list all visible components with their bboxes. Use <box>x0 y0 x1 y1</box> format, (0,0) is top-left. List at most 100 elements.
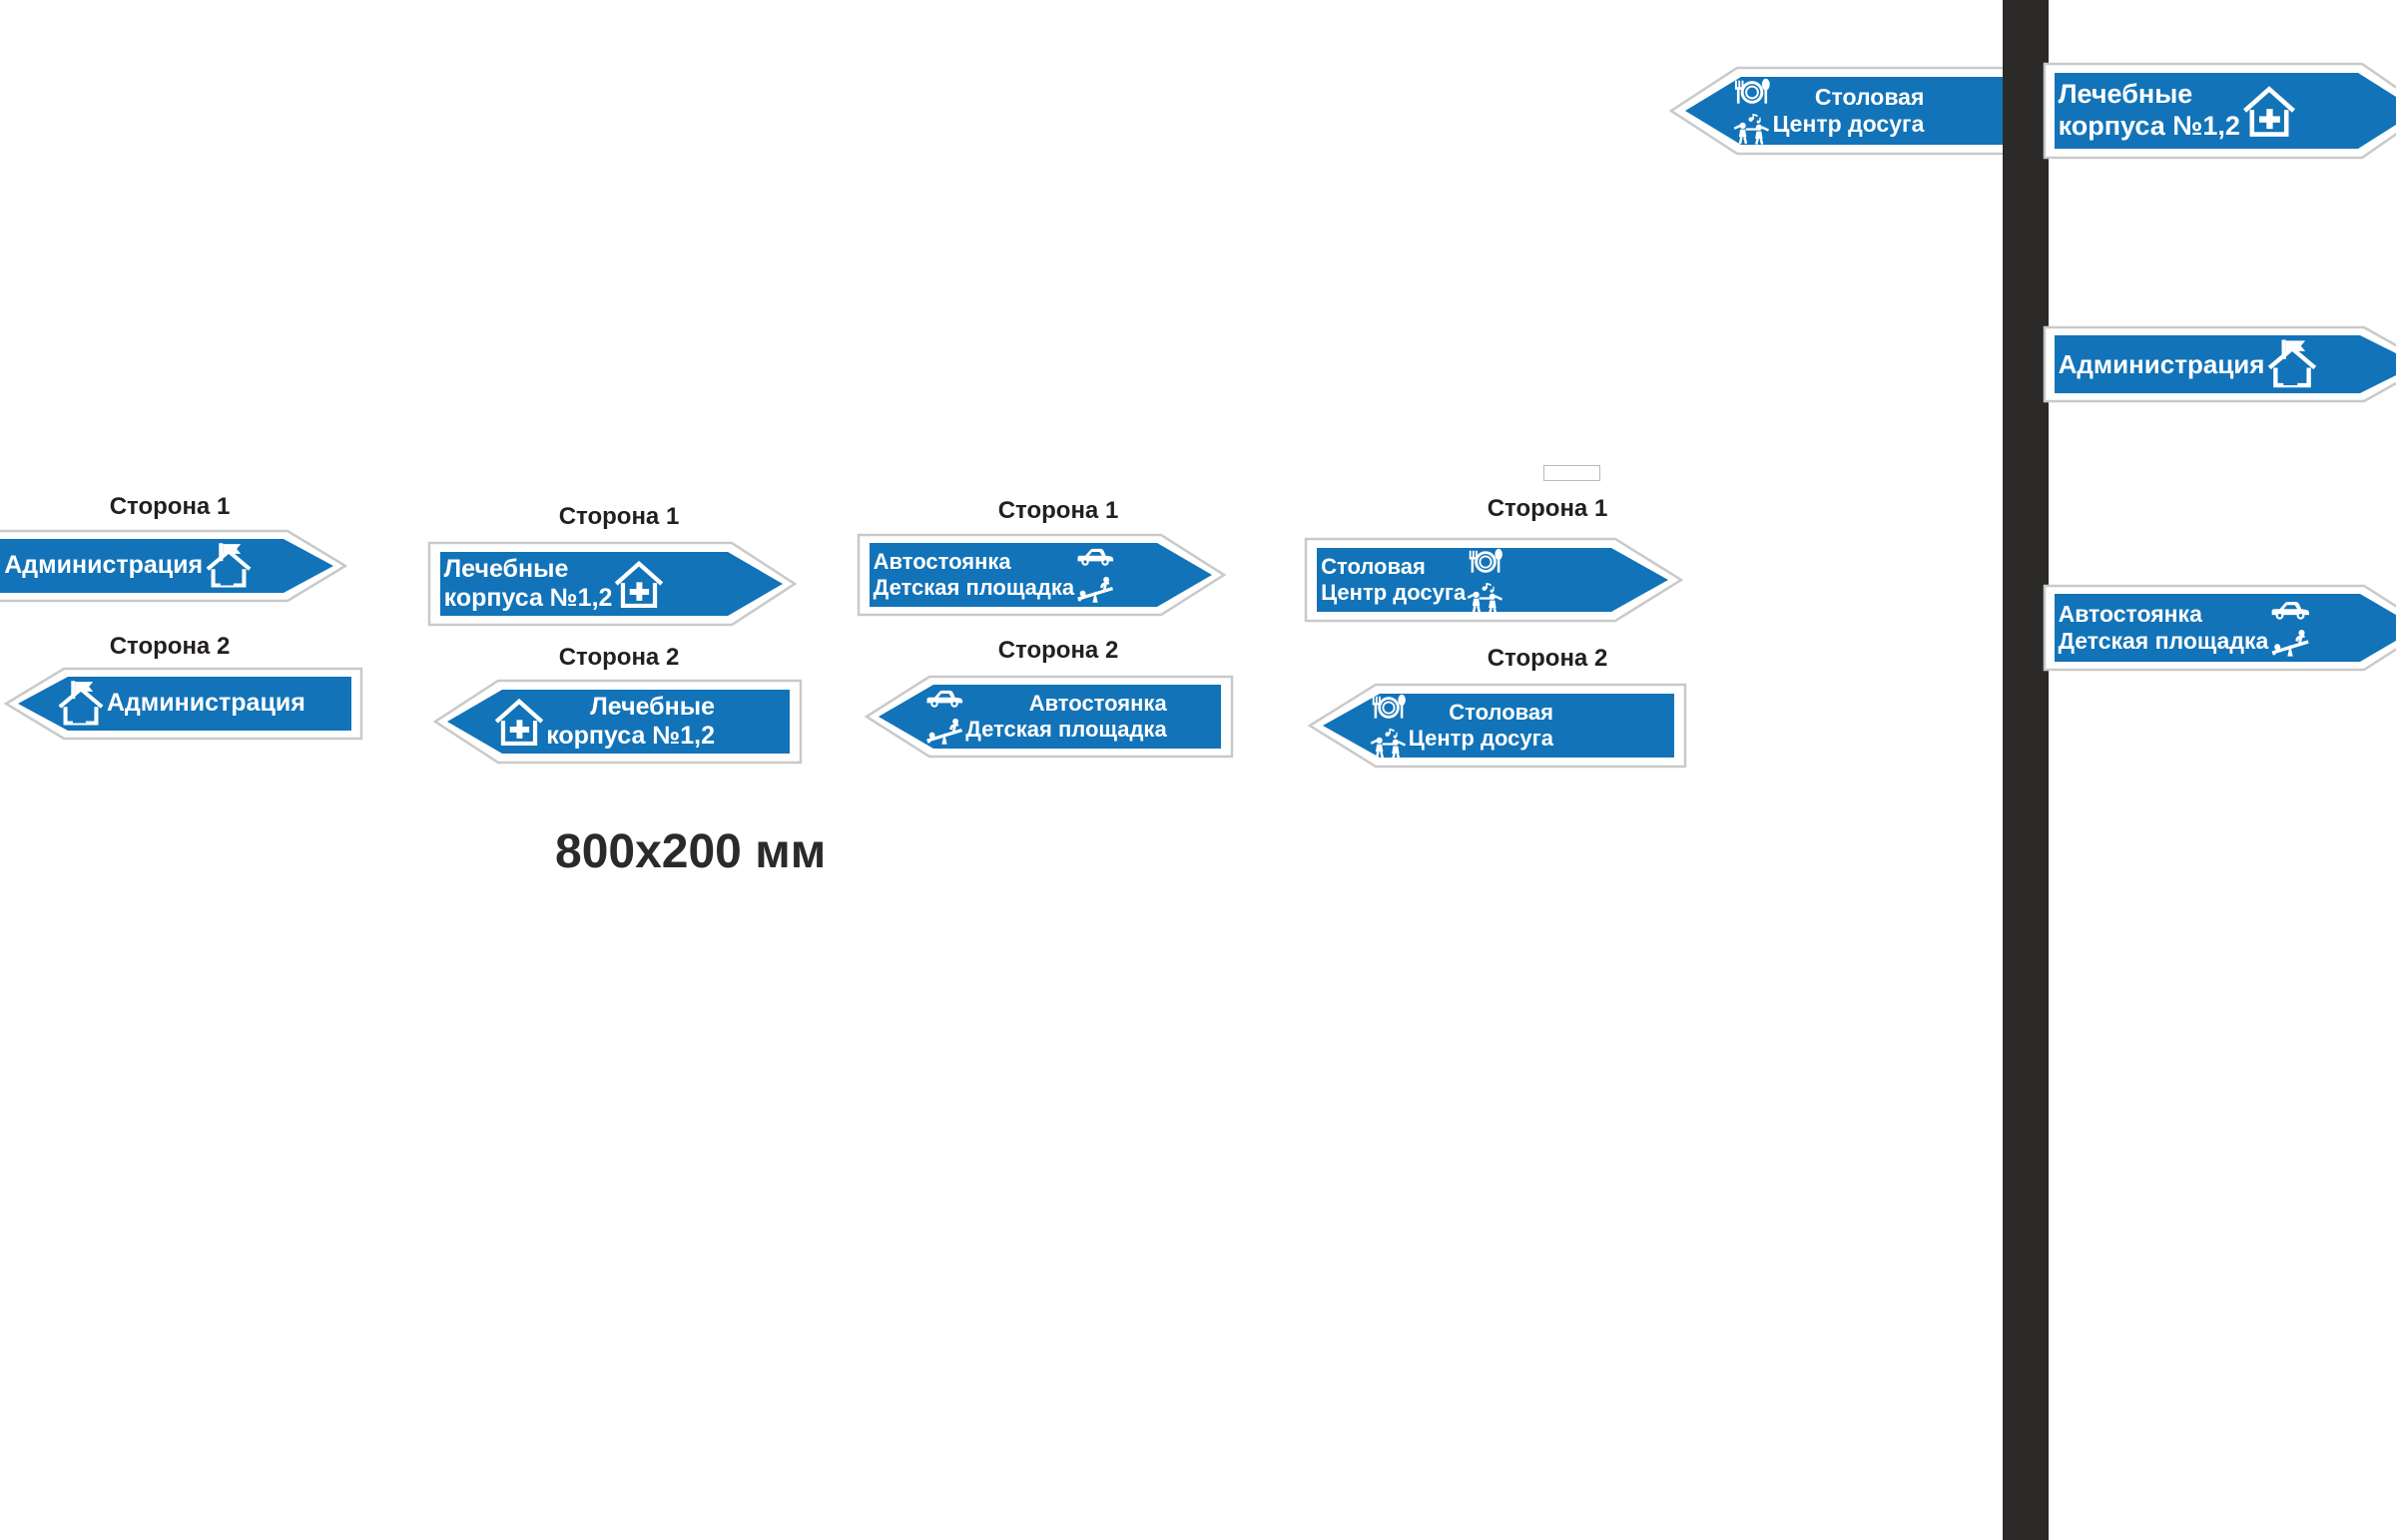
car-icon <box>2269 599 2311 622</box>
sign-line: Детская площадка <box>873 575 1075 600</box>
sign-content: Столовая Центр досуга <box>1669 66 1942 156</box>
sign-line: Столовая <box>1814 83 1925 110</box>
caption-group3-side2: Сторона 2 <box>997 637 1119 664</box>
sign-line: Администрация <box>106 689 305 718</box>
house-cross-icon <box>492 695 546 749</box>
pole-sign-parking-playground[interactable]: Автостоянка Детская площадка <box>2043 584 2396 672</box>
seesaw-icon <box>1074 574 1116 604</box>
sign-icons <box>1074 546 1116 604</box>
sign-icons <box>2240 82 2298 140</box>
sign-canteen-side1[interactable]: Столовая Центр досуга <box>1304 537 1683 623</box>
sign-content: Столовая Центр досуга <box>1304 537 1566 623</box>
sign-labels: Администрация <box>4 551 203 581</box>
sign-icons <box>612 557 666 611</box>
sign-line: корпуса №1,2 <box>443 584 613 612</box>
sign-labels: Автостоянка Детская площадка <box>965 691 1167 743</box>
house-flag-icon <box>2264 336 2320 392</box>
sign-icons <box>1731 77 1773 145</box>
cutlery-plate-icon <box>1731 77 1773 108</box>
sign-labels: Столовая Центр досуга <box>1409 700 1553 752</box>
dimension-label: 800x200 мм <box>555 825 827 878</box>
sign-line: Центр досуга <box>1772 111 1925 137</box>
sign-line: Центр досуга <box>1321 580 1467 605</box>
sign-plate <box>865 675 1234 759</box>
sign-labels: Администрация <box>107 689 305 719</box>
sign-line: Центр досуга <box>1408 726 1553 751</box>
sign-labels: Автостоянка Детская площадка <box>2059 601 2269 655</box>
sign-labels: Лечебные корпуса №1,2 <box>444 555 613 614</box>
sign-line: Лечебные <box>590 692 715 721</box>
sign-labels: Администрация <box>2059 349 2265 380</box>
caption-group4-side1: Сторона 1 <box>1487 495 1608 522</box>
sign-parking-side1[interactable]: Автостоянка Детская площадка <box>857 533 1226 617</box>
sign-content: Столовая Центр досуга <box>1308 683 1570 769</box>
sign-plate <box>1308 683 1687 769</box>
sign-plate <box>2043 584 2396 672</box>
sign-canteen-side2[interactable]: Столовая Центр досуга <box>1308 683 1687 769</box>
sign-labels: Лечебные корпуса №1,2 <box>546 693 715 752</box>
sign-content: Автостоянка Детская площадка <box>865 675 1183 759</box>
sign-labels: Столовая Центр досуга <box>1321 554 1466 606</box>
house-flag-icon <box>55 678 107 730</box>
stray-empty-rectangle <box>1543 465 1600 481</box>
sign-line: Администрация <box>4 551 204 580</box>
caption-group3-side1: Сторона 1 <box>997 497 1119 524</box>
sign-icons <box>2264 336 2320 392</box>
sign-line: Лечебные <box>2058 79 2193 110</box>
sign-parking-side2[interactable]: Автостоянка Детская площадка <box>865 675 1234 759</box>
seesaw-icon <box>2268 627 2312 658</box>
car-icon <box>1075 546 1115 568</box>
sign-labels: Лечебные корпуса №1,2 <box>2059 79 2240 143</box>
sign-content: Администрация <box>0 667 321 741</box>
sign-icons <box>1466 547 1505 614</box>
house-flag-icon <box>203 540 255 592</box>
pole-sign-medical-buildings[interactable]: Лечебные корпуса №1,2 <box>2043 62 2396 160</box>
car-icon <box>924 688 964 710</box>
sign-content: Автостоянка Детская площадка <box>2043 584 2382 672</box>
sign-line: Автостоянка <box>873 549 1011 575</box>
sign-line: Автостоянка <box>2058 600 2202 627</box>
sign-content: Лечебные корпуса №1,2 <box>2043 62 2368 160</box>
cutlery-plate-icon <box>1466 547 1505 577</box>
sign-content: Лечебные корпуса №1,2 <box>433 679 732 765</box>
dancers-music-icon <box>1466 582 1505 614</box>
sign-icons <box>1369 693 1409 760</box>
sign-plate <box>1669 66 2054 156</box>
dancers-music-icon <box>1732 113 1772 145</box>
sign-line: корпуса №1,2 <box>2058 111 2240 141</box>
sign-line: Детская площадка <box>2058 628 2269 654</box>
sign-line: корпуса №1,2 <box>546 722 715 750</box>
sign-line: Администрация <box>2058 348 2265 379</box>
sign-icons <box>55 678 107 730</box>
house-cross-icon <box>2240 82 2298 140</box>
sign-icons <box>203 540 255 592</box>
pole-sign-administration[interactable]: Администрация <box>2043 325 2396 403</box>
sign-medical-side2[interactable]: Лечебные корпуса №1,2 <box>433 679 803 765</box>
pole-sign-canteen-leisure[interactable]: Столовая Центр досуга <box>1669 66 2054 156</box>
sign-administration-side2[interactable]: Администрация <box>0 667 363 741</box>
seesaw-icon <box>923 716 965 746</box>
sign-medical-side1[interactable]: Лечебные корпуса №1,2 <box>427 541 797 627</box>
sign-line: Детская площадка <box>965 717 1167 742</box>
sign-administration-side1[interactable]: Администрация <box>0 529 347 603</box>
signpost-pole <box>2003 0 2049 1540</box>
sign-content: Лечебные корпуса №1,2 <box>427 541 726 627</box>
sign-content: Администрация <box>0 529 312 603</box>
sign-icons <box>923 688 965 746</box>
sign-icons <box>2268 599 2312 658</box>
sign-icons <box>492 695 546 749</box>
caption-group2-side2: Сторона 2 <box>558 644 680 671</box>
house-cross-icon <box>612 557 666 611</box>
caption-group4-side2: Сторона 2 <box>1487 645 1608 672</box>
sign-line: Столовая <box>1449 700 1553 726</box>
dancers-music-icon <box>1369 728 1409 760</box>
sign-content: Администрация <box>2043 325 2391 403</box>
caption-group1-side1: Сторона 1 <box>109 493 231 520</box>
caption-group2-side1: Сторона 1 <box>558 503 680 530</box>
sign-plate <box>1304 537 1683 623</box>
sign-line: Столовая <box>1321 554 1426 580</box>
sign-content: Автостоянка Детская площадка <box>857 533 1175 617</box>
sign-labels: Автостоянка Детская площадка <box>874 549 1075 601</box>
sign-plate <box>857 533 1226 617</box>
